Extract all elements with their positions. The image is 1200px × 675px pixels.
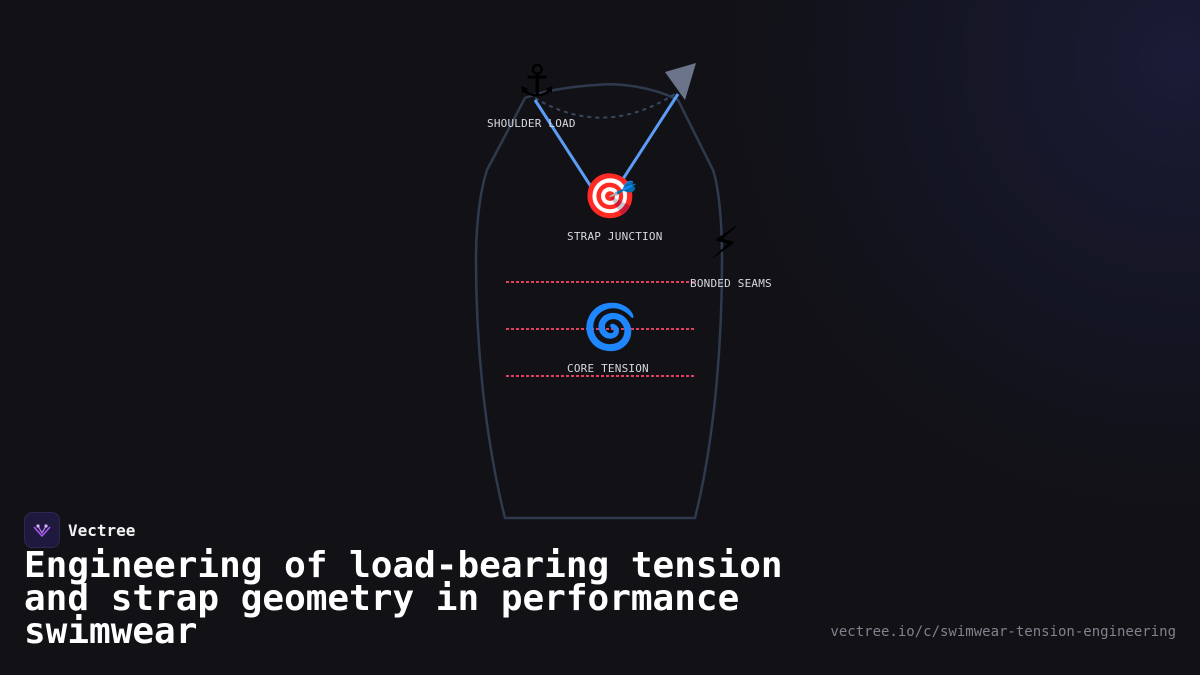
strap-direction-arrow <box>665 63 696 100</box>
shoulder-load-label: SHOULDER LOAD <box>487 117 576 130</box>
brand[interactable]: Vectree <box>24 512 135 548</box>
spiral-icon: 🌀 <box>582 302 638 353</box>
left-strap-line <box>533 99 599 197</box>
page-url[interactable]: vectree.io/c/swimwear-tension-engineerin… <box>830 624 1176 640</box>
core-tension-label: CORE TENSION <box>567 362 649 375</box>
right-strap-line <box>610 93 680 197</box>
page-title: Engineering of load-bearing tension and … <box>24 545 783 652</box>
target-icon: 🎯 <box>582 171 638 222</box>
anchor-icon: ⚓ <box>517 56 557 107</box>
lightning-icon: ⚡ <box>709 218 741 269</box>
vectree-logo-icon <box>24 512 60 548</box>
strap-junction-label: STRAP JUNCTION <box>567 230 663 243</box>
brand-name: Vectree <box>68 520 136 540</box>
bonded-seams-label: BONDED SEAMS <box>690 277 772 290</box>
swimsuit-outline <box>474 83 724 520</box>
neckline-dashed-curve <box>534 91 679 119</box>
